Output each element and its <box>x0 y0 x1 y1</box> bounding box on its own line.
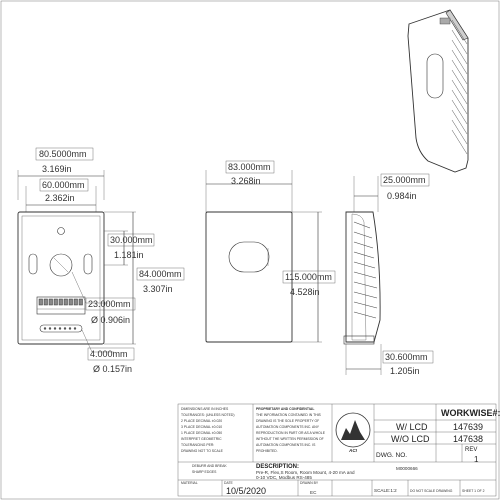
aci-logo: ACI <box>335 412 371 453</box>
dim-front-width-mm: 83.000mm <box>228 162 271 172</box>
iso-lcd-window <box>426 53 444 99</box>
dim-screw-hole-in: Ø 0.157in <box>93 364 132 374</box>
mount-slot-right <box>83 253 93 275</box>
material-label: MATERIAL <box>181 481 198 485</box>
dim-mount-width-in: 2.362in <box>45 193 75 203</box>
variant-lcd-label: W/ LCD <box>396 422 428 432</box>
variant-nolcd-label: W/O LCD <box>391 434 430 444</box>
title-block: DIMENSIONS ARE IN INCHES TOLERANCES: (UN… <box>177 403 500 497</box>
workwise-label: WORKWISE#: <box>441 408 500 418</box>
side-housing <box>345 211 381 343</box>
dim-mount-width-mm: 60.000mm <box>42 180 85 190</box>
dim-side-bottom-in: 1.205in <box>390 366 420 376</box>
dim-center-hole-in: Ø 0.906in <box>91 315 130 325</box>
dim-side-bottom-mm: 30.600mm <box>385 352 428 362</box>
dim-screw-hole-mm: 4.000mm <box>90 349 128 359</box>
lcd-window <box>228 241 270 273</box>
screw-hole-top <box>57 227 65 235</box>
dim-front-height-mm: 115.000mm <box>285 272 332 282</box>
terminal-block <box>36 296 86 315</box>
center-hole <box>49 253 73 277</box>
description-label: DESCRIPTION: <box>256 464 299 470</box>
proprietary-notice: PROPRIETARY AND CONFIDENTIAL THE INFORMA… <box>256 407 326 453</box>
dim-side-top-in: 0.984in <box>387 191 417 201</box>
dim-overall-width-mm: 80.5000mm <box>39 149 87 159</box>
deburr-note: DEBURR AND BREAK SHARP EDGES <box>192 464 228 474</box>
dim-side-top-mm: 25.000mm <box>383 175 426 185</box>
dwg-no: M0000666 <box>396 466 418 471</box>
dim-front-width-in: 3.268in <box>231 176 261 186</box>
rev-label: REV <box>465 447 477 453</box>
connector <box>39 324 83 333</box>
side-view: 25.000mm 0.984in 30.600mm 1.205in <box>343 173 434 376</box>
back-view: 80.5000mm 3.169in 60.000mm 2.362in <box>17 147 185 374</box>
mount-slot-left <box>28 253 38 275</box>
front-cover <box>205 211 293 343</box>
date-label: DATE <box>224 481 234 485</box>
dim-center-hole-mm: 23.000mm <box>88 299 131 309</box>
scale-text: SCALE:1:2 <box>374 488 397 493</box>
dim-mount-height-in: 3.307in <box>143 284 173 294</box>
svg-text:ACI: ACI <box>348 448 358 453</box>
date-value: 10/5/2020 <box>226 486 266 496</box>
dim-mount-spacing-in: 1.181in <box>114 250 144 260</box>
variant-nolcd-number: 147638 <box>453 434 483 444</box>
isometric-view <box>407 9 469 173</box>
sheet-text: SHEET 1 OF 2 <box>462 489 485 493</box>
back-plate <box>17 211 105 345</box>
dwg-no-label: DWG. NO. <box>376 452 407 459</box>
dim-mount-height-mm: 84.000mm <box>139 269 182 279</box>
variant-lcd-number: 147639 <box>453 422 483 432</box>
do-not-scale-text: DO NOT SCALE DRAWING <box>410 489 453 493</box>
drawn-by-value: EC <box>310 490 317 495</box>
drawn-by-label: DRAWN BY <box>300 481 319 485</box>
dim-overall-width-in: 3.169in <box>42 164 72 174</box>
description-text: Pre-R, Flex,S Room, Room Mount, 4-20 mA … <box>256 470 356 480</box>
dim-mount-spacing-mm: 30.000mm <box>110 235 153 245</box>
tolerance-notes: DIMENSIONS ARE IN INCHES TOLERANCES: (UN… <box>181 407 235 453</box>
rev-value: 1 <box>474 455 479 464</box>
dim-front-height-in: 4.528in <box>290 287 320 297</box>
front-view: 83.000mm 3.268in 115.000mm 4.528in <box>205 160 336 343</box>
